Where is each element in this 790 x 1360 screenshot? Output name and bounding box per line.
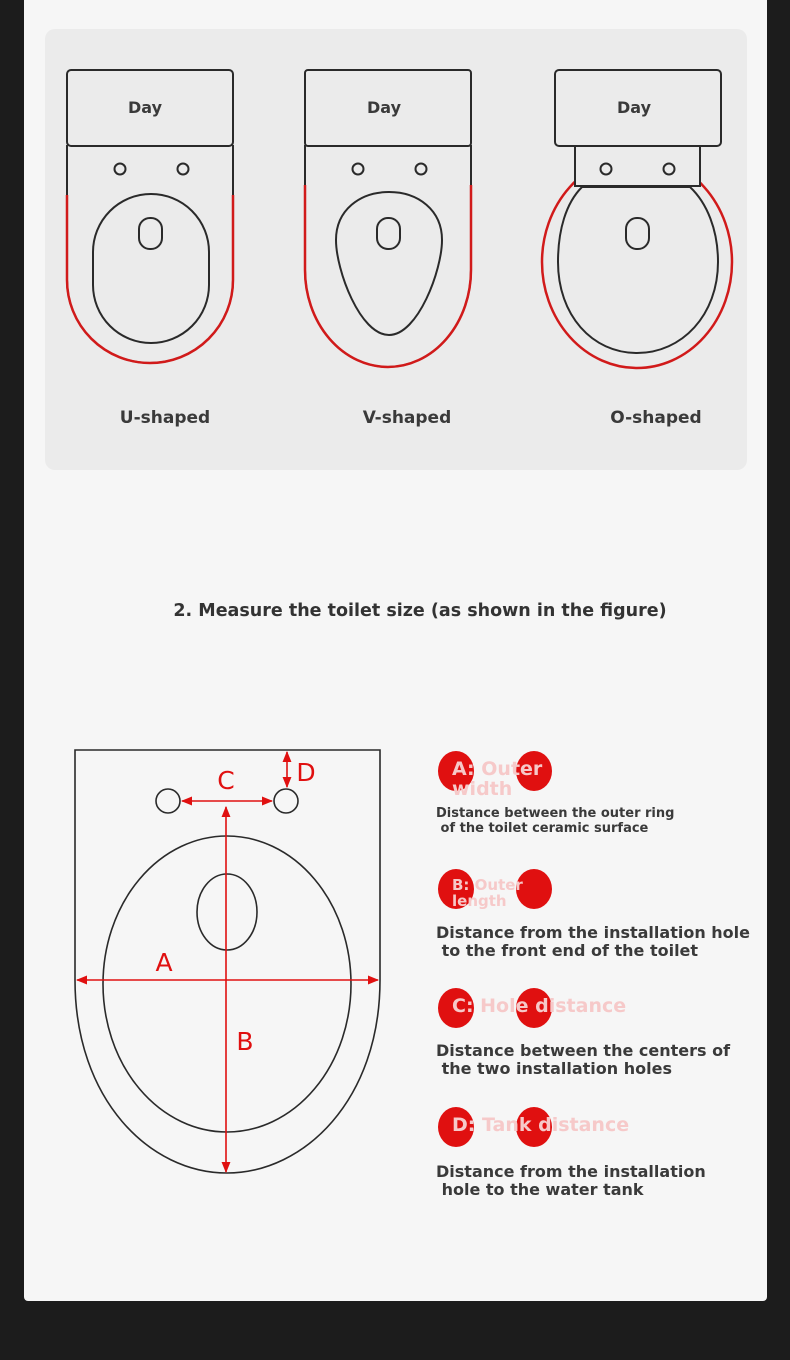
toilet-outline-top	[74, 749, 381, 980]
legend-badge: D: Tank distance	[436, 1107, 776, 1147]
v-shaped-toilet: Day	[303, 69, 473, 369]
tank-brand-label: Day	[367, 98, 402, 117]
legend-description: Distance between the centers of the two …	[436, 1041, 731, 1078]
dimension-b-label: B	[236, 1027, 253, 1056]
seat-ring	[102, 835, 352, 1133]
toilet-shapes-illustration: Day Day Day	[65, 69, 734, 370]
measurement-diagram: C D A B	[74, 749, 381, 1174]
legend-title: D: Tank distance	[452, 1114, 630, 1136]
tank-brand-label: Day	[128, 98, 163, 117]
legend-description: Distance from the installation hole to t…	[436, 923, 750, 960]
dimension-a-label: A	[155, 948, 172, 977]
legend-item-b: B: Outer length Distance from the instal…	[436, 869, 776, 960]
dimension-d-label: D	[296, 758, 315, 787]
legend-item-a: A: Outer width Distance between the oute…	[436, 751, 776, 836]
legend-description: Distance from the installation hole to t…	[436, 1162, 706, 1199]
legend-title: C: Hole distance	[452, 995, 627, 1017]
u-shaped-toilet: Day	[65, 69, 235, 365]
shape-label-o: O-shaped	[610, 408, 702, 428]
legend-description: Distance between the outer ring of the t…	[436, 806, 675, 836]
dimension-c-label: C	[217, 766, 234, 795]
legend-badge: B: Outer length	[436, 869, 776, 909]
toilet-outline-front	[74, 979, 381, 1174]
shape-label-v: V-shaped	[362, 408, 452, 428]
legend-badge: C: Hole distance	[436, 988, 776, 1028]
installation-hole-right	[273, 788, 299, 814]
legend-item-d: D: Tank distance Distance from the insta…	[436, 1107, 776, 1199]
o-shaped-toilet: Day	[540, 69, 734, 370]
legend-title: A: Outer width	[452, 758, 543, 800]
seat-opening	[196, 873, 258, 951]
shape-label-u: U-shaped	[119, 408, 211, 428]
legend-title: B: Outer length	[452, 876, 523, 910]
installation-hole-left	[155, 788, 181, 814]
measure-heading: 2. Measure the toilet size (as shown in …	[173, 601, 667, 621]
tank-brand-label: Day	[617, 98, 652, 117]
legend-badge: A: Outer width	[436, 751, 776, 799]
legend-item-c: C: Hole distance Distance between the ce…	[436, 988, 776, 1078]
